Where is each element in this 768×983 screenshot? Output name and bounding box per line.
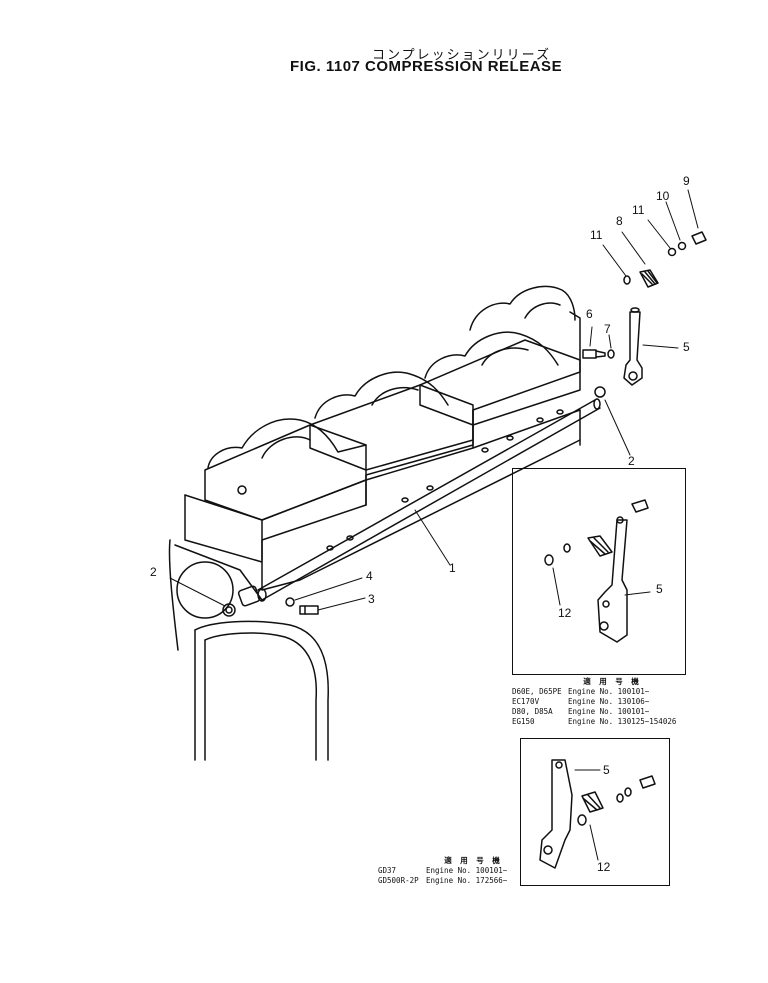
rocker-cover-3: [419, 331, 581, 426]
callout-2-left: 2: [150, 565, 157, 579]
inset-box-1: [512, 468, 686, 675]
shaft-left-end-parts: [222, 585, 319, 617]
callout-11-right: 11: [632, 203, 645, 217]
callout-4: 4: [366, 569, 373, 583]
inset-1-drawing: [544, 499, 651, 643]
inset-box-2: [520, 738, 670, 886]
callout-7: 7: [604, 322, 611, 336]
callout-1: 1: [449, 561, 456, 575]
callout-5-inset-1: 5: [656, 582, 663, 596]
table-row: GD500R-2P Engine No. 172566~: [378, 876, 508, 885]
table-row: EC170V Engine No. 130106~: [512, 697, 650, 706]
release-shaft: [257, 398, 601, 602]
applicability-header-1: 適 用 号 機: [583, 677, 641, 686]
callout-12-inset-1: 12: [558, 606, 572, 620]
callout-5-main: 5: [683, 340, 690, 354]
applicability-table-1: 適 用 号 機 D60E, D65PE Engine No. 100101~ E…: [512, 677, 712, 727]
spring-assembly-main: [623, 231, 707, 288]
callout-12-inset-2: 12: [597, 860, 611, 874]
rocker-cover-1: [204, 418, 367, 521]
callout-6: 6: [586, 307, 593, 321]
title-japanese: コンプレッションリリーズ: [372, 48, 551, 63]
callout-3: 3: [368, 592, 375, 606]
table-row: D80, D85A Engine No. 100101~: [512, 707, 650, 716]
applicability-header-2: 適 用 号 機: [444, 856, 502, 865]
table-row: GD37 Engine No. 100101~: [378, 866, 508, 875]
callout-11-left: 11: [590, 228, 603, 242]
release-lever-main: [623, 307, 643, 386]
table-row: D60E, D65PE Engine No. 100101~: [512, 687, 650, 696]
rocker-cover-4: [469, 285, 576, 331]
callout-8: 8: [616, 214, 623, 228]
cylinder-head-assembly: [168, 285, 581, 761]
callout-9: 9: [683, 174, 690, 188]
applicability-table-2: 適 用 号 機 GD37 Engine No. 100101~ GD500R-2…: [378, 856, 528, 886]
callout-5-inset-2: 5: [603, 763, 610, 777]
callout-leaders-main: [169, 189, 699, 611]
table-row: EG150 Engine No. 130125~154026: [512, 717, 677, 726]
callout-10: 10: [656, 189, 670, 203]
figure-title: FIG. 1107 COMPRESSION RELEASE: [290, 58, 563, 75]
callout-2-right: 2: [628, 454, 635, 468]
inset-2-drawing: [539, 759, 656, 869]
shaft-right-end-parts: [582, 349, 615, 398]
